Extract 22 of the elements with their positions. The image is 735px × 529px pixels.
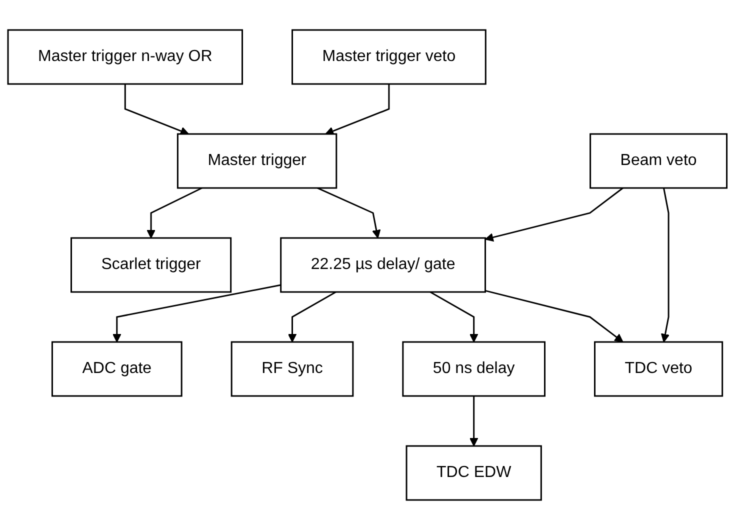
arrow — [661, 187, 670, 342]
arrow — [430, 290, 478, 342]
arrow — [288, 290, 336, 342]
arrow — [325, 84, 390, 135]
node-box: TDC veto — [594, 340, 724, 396]
node-box: RF Sync — [230, 340, 354, 396]
node-box: TDC EDW — [406, 444, 542, 500]
node-box: Beam veto — [590, 132, 728, 188]
node-box: 22.25 µs delay/ gate — [280, 236, 486, 292]
node-box: ADC gate — [52, 340, 182, 396]
node-box: Master trigger — [177, 132, 338, 188]
arrow — [112, 284, 282, 342]
arrow — [146, 186, 202, 238]
arrow — [124, 84, 190, 135]
node-box: Master trigger veto — [292, 28, 486, 84]
node-box: Scarlet trigger — [70, 236, 232, 292]
arrow — [484, 186, 624, 242]
arrow — [470, 396, 478, 446]
arrow — [317, 186, 381, 238]
arrow — [485, 289, 624, 342]
node-box: 50 ns delay — [402, 340, 546, 396]
node-box: Master trigger n-way OR — [7, 28, 244, 84]
